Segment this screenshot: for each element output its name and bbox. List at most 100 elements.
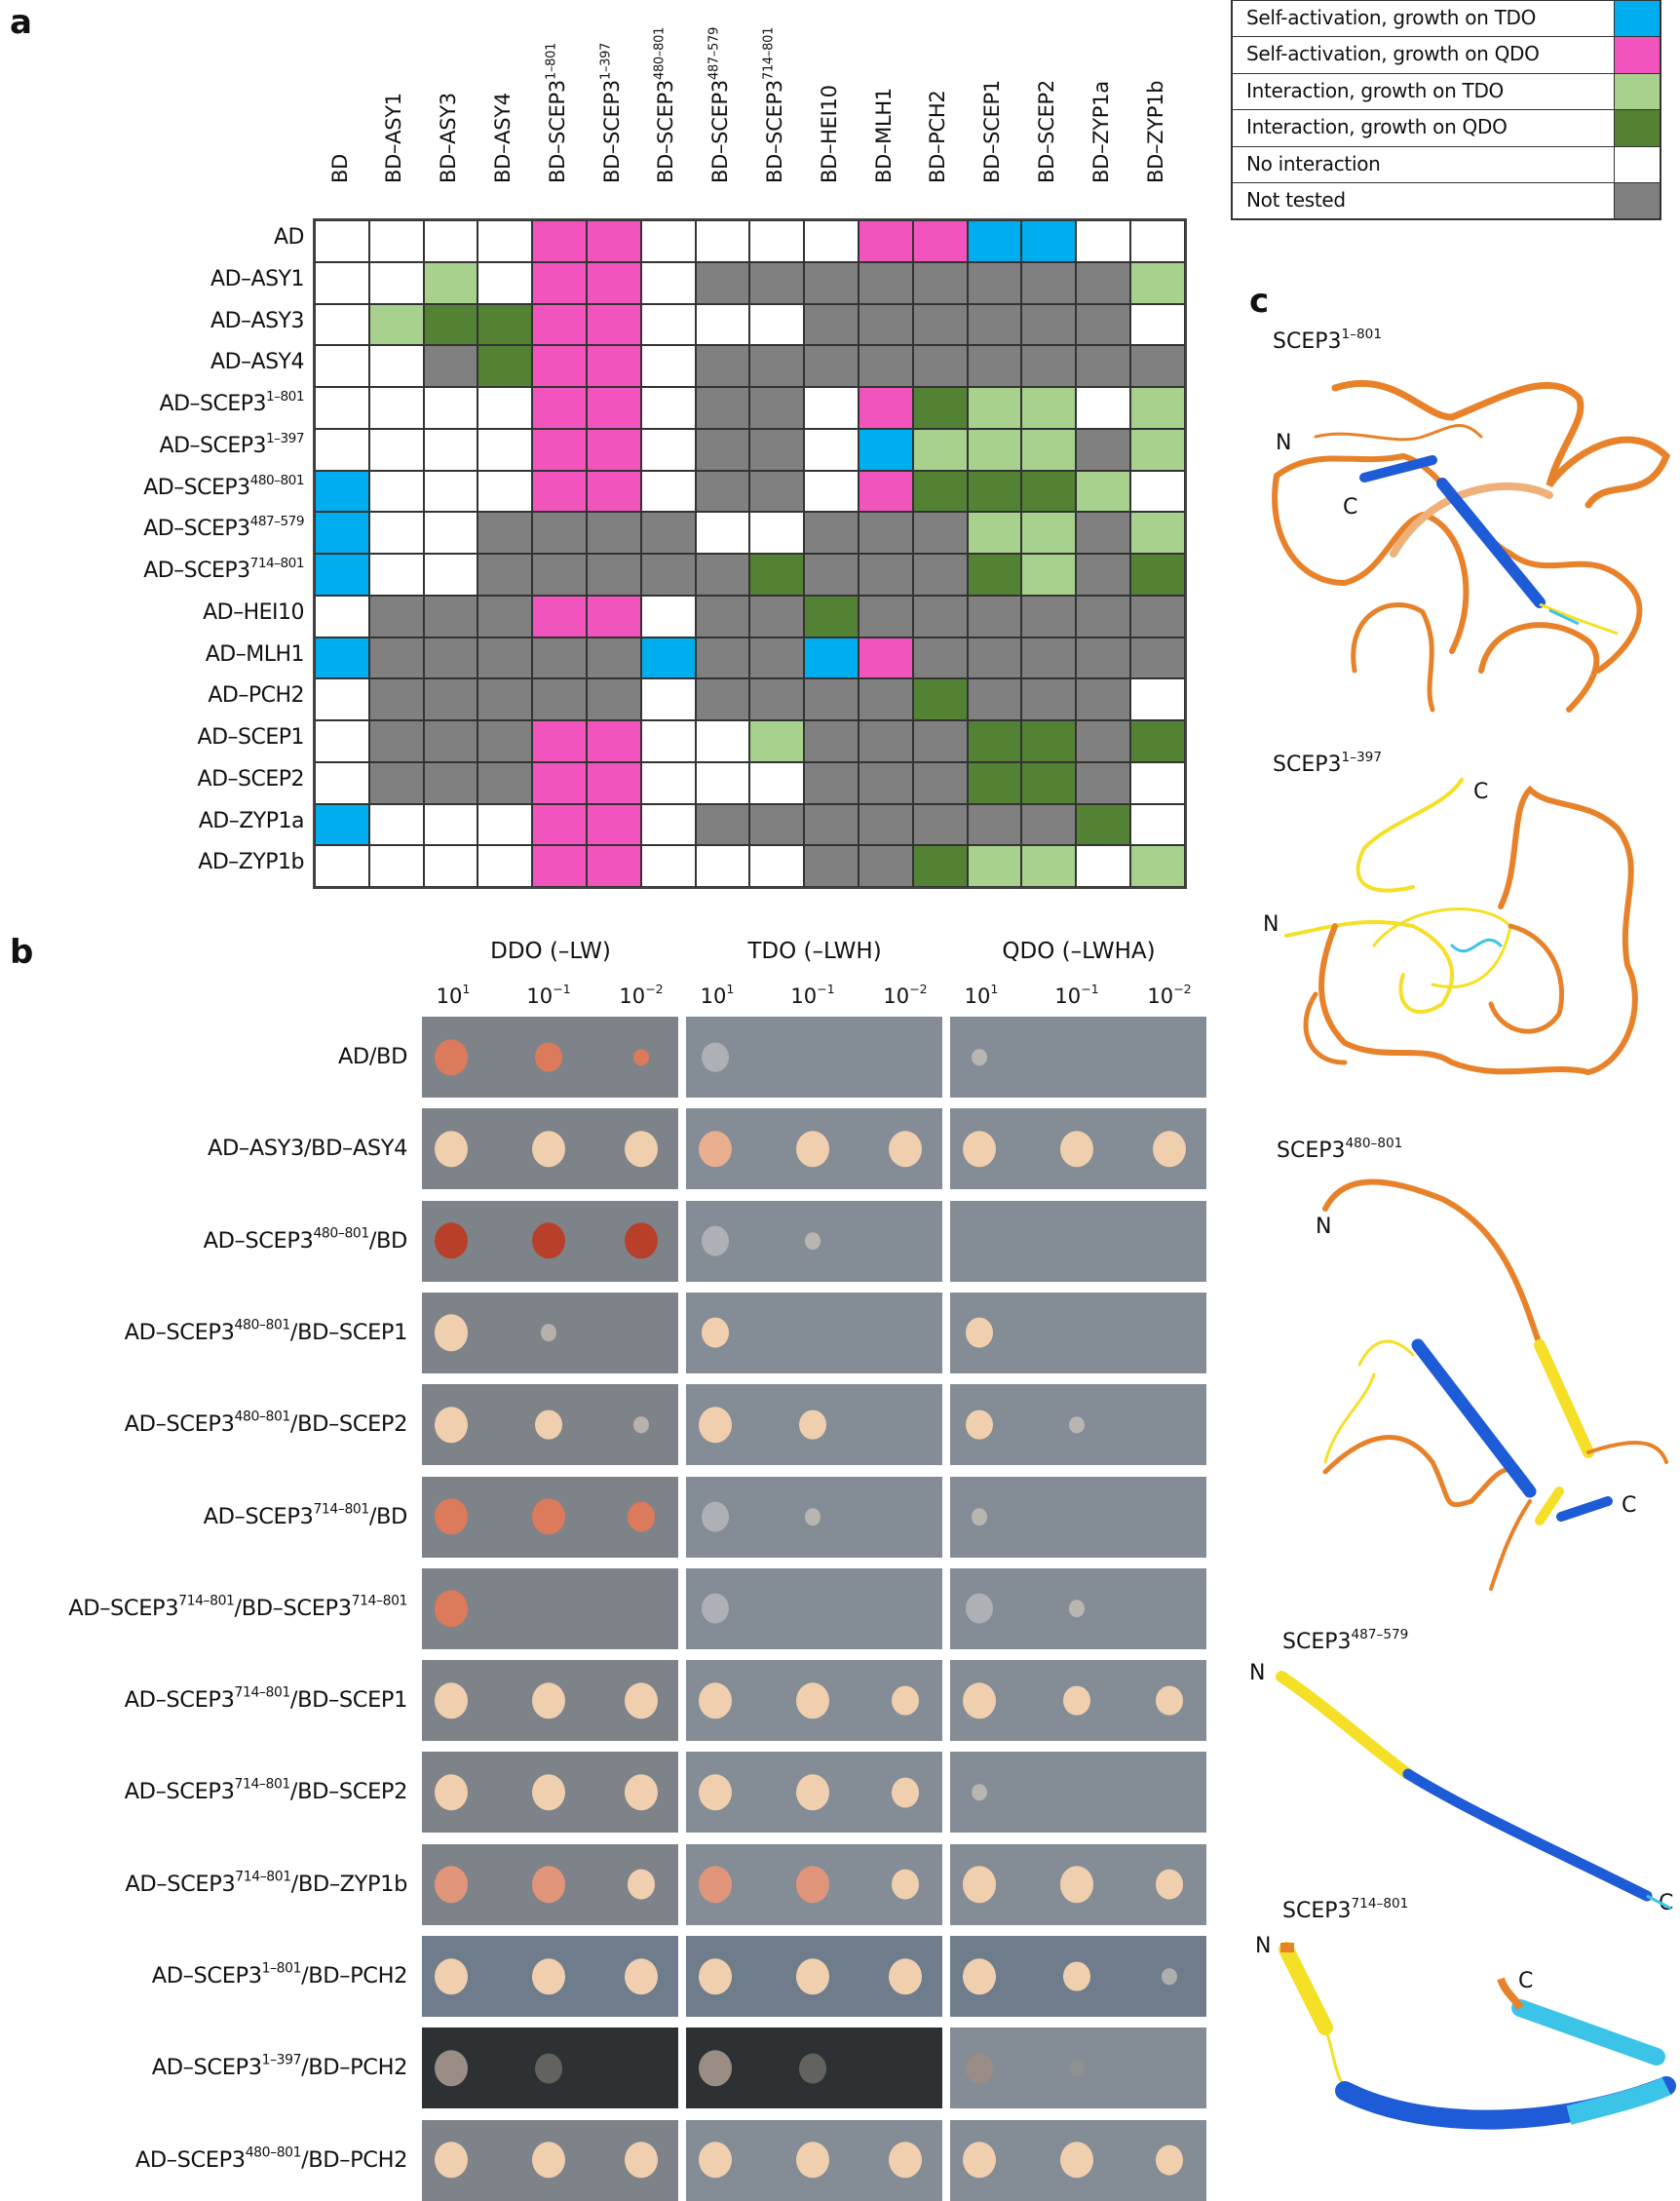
strain-label: AD–SCEP3480–801/BD–SCEP1 xyxy=(0,1318,408,1344)
matrix-cell xyxy=(1129,637,1185,679)
matrix-cell xyxy=(315,678,369,720)
column-header-label: BD–MLH1 xyxy=(872,88,896,183)
matrix-cell xyxy=(1129,303,1185,346)
matrix-cell xyxy=(858,637,913,679)
row-header-superscript: 1–801 xyxy=(266,388,305,405)
column-header-base: BD–HEI10 xyxy=(817,85,841,183)
yeast-spot xyxy=(796,1774,829,1811)
medium-tdo-label: TDO (–LWH) xyxy=(747,939,882,964)
matrix-cell xyxy=(858,845,913,887)
matrix-cell xyxy=(967,512,1022,554)
matrix-cell xyxy=(640,595,696,637)
matrix-cell xyxy=(695,761,750,804)
matrix-cell xyxy=(967,303,1022,346)
matrix-cell xyxy=(1021,678,1077,720)
matrix-cell xyxy=(640,387,696,429)
yeast-spot xyxy=(625,1681,658,1719)
spot-plate-qdo xyxy=(950,1384,1206,1466)
matrix-cell xyxy=(586,761,641,804)
strain-label: AD–SCEP3714–801/BD–SCEP2 xyxy=(0,1778,408,1804)
spot-plate-tdo xyxy=(686,1017,942,1098)
yeast-spot xyxy=(796,1957,829,1995)
strain-label: AD–SCEP31–397/BD–PCH2 xyxy=(0,2054,408,2080)
row-header-base: AD–ZYP1b xyxy=(198,850,304,875)
matrix-cell xyxy=(640,845,696,887)
matrix-cell xyxy=(1076,428,1130,471)
row-header-base: AD–ASY4 xyxy=(210,350,304,375)
matrix-cell xyxy=(368,845,424,887)
matrix-cell xyxy=(586,637,641,679)
column-header-label: BD–SCEP3714–801 xyxy=(761,27,786,183)
matrix-cell xyxy=(804,761,859,804)
column-header-label: BD–SCEP3480–801 xyxy=(653,27,678,183)
matrix-cell xyxy=(967,678,1022,720)
dilution-label: 101 xyxy=(688,981,746,1008)
matrix-cell xyxy=(477,261,533,304)
matrix-cell xyxy=(1129,595,1185,637)
matrix-cell xyxy=(315,220,369,262)
matrix-cell xyxy=(477,470,533,513)
yeast-spot xyxy=(699,1406,732,1444)
spot-plate-ddo xyxy=(422,1936,678,2017)
yeast-spot xyxy=(699,2142,732,2179)
row-header: AD–SCEP31–397 xyxy=(0,432,305,458)
structure-scep3-1-801-icon xyxy=(1272,379,1671,713)
column-header-base: BD–MLH1 xyxy=(871,88,896,183)
yeast-spot xyxy=(628,1501,655,1532)
column-header: BD–SCEP31–397 xyxy=(585,0,638,207)
matrix-cell xyxy=(477,387,533,429)
yeast-spot xyxy=(535,1409,562,1441)
matrix-cell xyxy=(1076,845,1130,887)
yeast-spot xyxy=(1060,2142,1093,2179)
dilution-exponent: 1 xyxy=(462,981,471,996)
matrix-cell xyxy=(912,637,968,679)
matrix-cell xyxy=(586,303,641,346)
matrix-cell xyxy=(1076,512,1130,554)
spot-plate-qdo xyxy=(950,1936,1206,2017)
panel-label-a: a xyxy=(10,3,32,42)
column-header-superscript: 1–801 xyxy=(543,42,558,81)
column-header-base: BD–SCEP3 xyxy=(708,80,733,183)
legend-label: Not tested xyxy=(1246,187,1346,212)
yeast-spot xyxy=(1060,1866,1093,1903)
matrix-cell xyxy=(695,720,750,762)
matrix-cell xyxy=(749,303,805,346)
row-header-base: AD–SCEP2 xyxy=(197,766,305,792)
matrix-cell xyxy=(749,387,805,429)
yeast-spot xyxy=(972,1508,987,1525)
yeast-spot xyxy=(805,1232,821,1250)
matrix-cell xyxy=(749,345,805,387)
strain-bait: /BD xyxy=(368,1503,408,1529)
matrix-cell xyxy=(640,554,696,596)
row-header-base: AD–SCEP3 xyxy=(159,392,267,416)
yeast-spot xyxy=(625,1222,658,1259)
yeast-spot xyxy=(889,1131,922,1168)
strain-superscript: 714–801 xyxy=(351,1593,408,1609)
dilution-label: 10−2 xyxy=(612,983,670,1008)
legend-item: Self-activation, growth on TDO xyxy=(1233,0,1660,37)
spot-plate-qdo xyxy=(950,1017,1206,1098)
matrix-cell xyxy=(532,387,587,429)
matrix-cell xyxy=(804,345,859,387)
matrix-cell xyxy=(368,345,424,387)
matrix-cell xyxy=(368,470,424,513)
yeast-spot xyxy=(702,1593,729,1624)
yeast-spot xyxy=(972,1784,987,1801)
dilution-exponent: 1 xyxy=(726,981,735,996)
c-terminus-label: C xyxy=(1518,1969,1534,1993)
strain-prefix: AD–ASY3/BD–ASY4 xyxy=(207,1136,407,1162)
spot-plate-ddo xyxy=(422,1567,678,1649)
spot-plate-qdo xyxy=(950,1108,1206,1190)
row-header-superscript: 480–801 xyxy=(249,472,305,488)
matrix-cell xyxy=(586,554,641,596)
legend-swatch xyxy=(1614,146,1660,182)
yeast-spot xyxy=(532,1957,565,1995)
matrix-cell xyxy=(912,803,968,846)
column-header-label: BD–PCH2 xyxy=(926,91,949,183)
yeast-spot xyxy=(699,1681,732,1719)
matrix-cell xyxy=(368,803,424,846)
yeast-spot xyxy=(966,1593,993,1624)
row-header: AD–SCEP1 xyxy=(0,725,305,750)
row-header: AD–SCEP3714–801 xyxy=(0,557,304,583)
matrix-cell xyxy=(368,678,424,720)
